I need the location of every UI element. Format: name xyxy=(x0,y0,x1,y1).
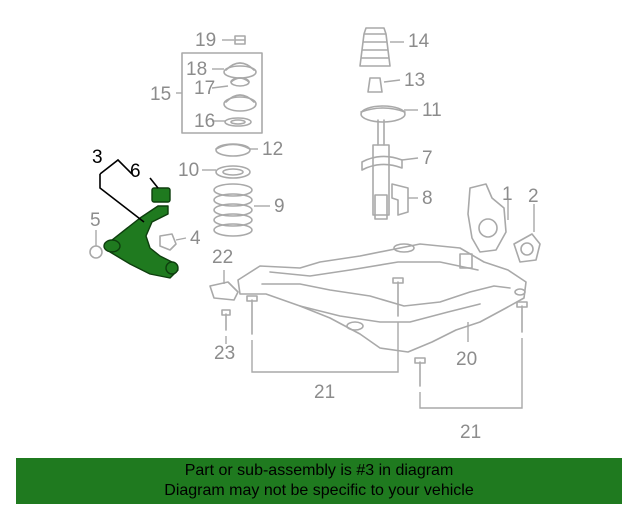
top-mount-parts xyxy=(223,62,257,127)
callout-11: 11 xyxy=(422,100,442,121)
callout-2: 2 xyxy=(528,186,539,207)
cradle-20 xyxy=(237,243,527,353)
bracket-22 xyxy=(209,281,239,301)
callout-3: 3 xyxy=(92,147,103,168)
bumper-13 xyxy=(367,77,383,93)
callout-6: 6 xyxy=(130,161,141,182)
callout-4: 4 xyxy=(190,228,201,249)
cover-2 xyxy=(513,233,541,263)
callout-18: 18 xyxy=(186,59,208,80)
callout-19: 19 xyxy=(195,30,217,51)
banner-line-2: Diagram may not be specific to your vehi… xyxy=(164,482,474,499)
callout-13: 13 xyxy=(404,70,426,91)
callout-23: 23 xyxy=(214,343,236,364)
insulator-12 xyxy=(215,143,251,157)
callout-21-left: 21 xyxy=(314,382,336,403)
banner-line-1: Part or sub-assembly is #3 in diagram xyxy=(184,462,454,479)
knuckle-1 xyxy=(467,183,507,253)
callout-8: 8 xyxy=(422,188,433,209)
callout-7: 7 xyxy=(422,148,433,169)
info-banner: Part or sub-assembly is #3 in diagram Di… xyxy=(16,458,622,504)
seat-10 xyxy=(215,165,251,179)
callout-20: 20 xyxy=(456,349,478,370)
parts-diagram xyxy=(89,27,541,409)
callout-9: 9 xyxy=(274,196,285,217)
callout-17: 17 xyxy=(194,78,216,99)
spring-seat-11 xyxy=(360,105,406,123)
bolt-23 xyxy=(221,309,231,331)
nut-19 xyxy=(234,35,246,45)
callout-22: 22 xyxy=(212,247,234,268)
callout-10: 10 xyxy=(178,160,200,181)
callout-16: 16 xyxy=(194,111,216,132)
callout-5: 5 xyxy=(90,210,101,231)
callout-12: 12 xyxy=(262,139,284,160)
strut-7 xyxy=(361,119,403,220)
part-4 xyxy=(159,233,177,251)
dust-boot-14 xyxy=(359,27,391,67)
callout-21-right: 21 xyxy=(460,422,482,443)
callout-14: 14 xyxy=(408,31,430,52)
bracket-8 xyxy=(391,183,409,216)
callout-1: 1 xyxy=(502,184,513,205)
coil-spring-9 xyxy=(213,183,253,237)
callout-15: 15 xyxy=(150,84,172,105)
bushing-5 xyxy=(89,245,103,259)
bolts-21 xyxy=(246,277,528,387)
lower-control-arm-3 xyxy=(103,187,179,279)
